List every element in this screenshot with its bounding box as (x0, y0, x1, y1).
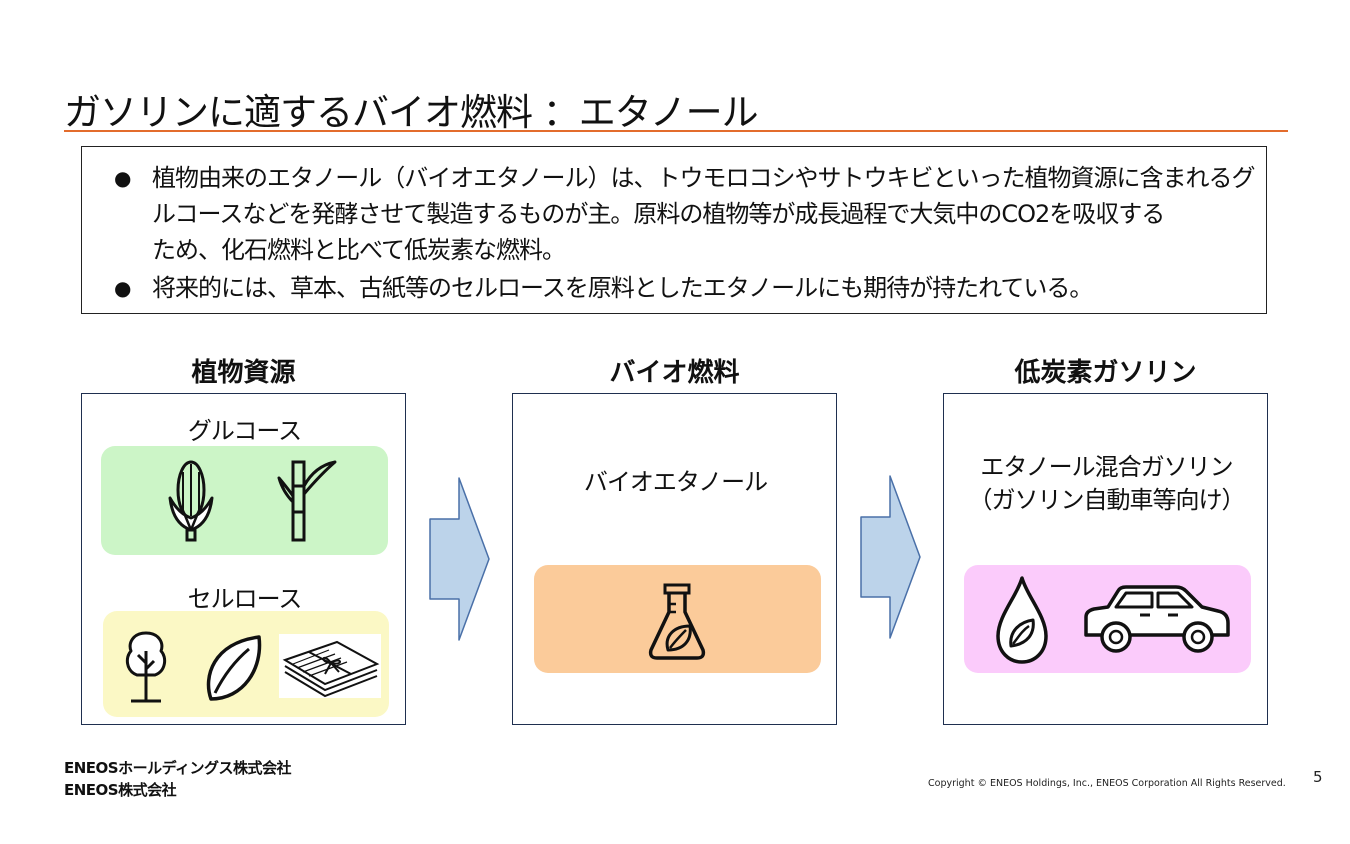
arrow-right-icon (429, 477, 490, 641)
cellulose-label: セルロース (187, 585, 303, 613)
panel-plant-resources: グルコース セルロース (81, 393, 406, 725)
heading-low-carbon-gasoline: 低炭素ガソリン (1014, 358, 1197, 388)
bullet-line: ルコースなどを発酵させて製造するものが主。原料の植物等が成長過程で大気中のCO2… (152, 200, 1165, 228)
bullet-line: ため、化石燃料と比べて低炭素な燃料。 (152, 236, 566, 264)
tree-icon (125, 631, 167, 703)
heading-biofuel: バイオ燃料 (609, 358, 740, 388)
sugarcane-icon (277, 460, 337, 542)
car-icon (1084, 585, 1230, 653)
arrow-right-icon (860, 475, 921, 639)
glucose-label: グルコース (187, 417, 302, 445)
panel-biofuel: バイオエタノール (512, 393, 837, 725)
page-title: ガソリンに適するバイオ燃料 ：エタノール (64, 91, 759, 134)
leaf-icon (206, 635, 262, 701)
page-number: 5 (1313, 768, 1323, 786)
eneos-holdings-logo: ENEOSホールディングス株式会社 (64, 759, 292, 777)
gasoline-vehicle-note: （ガソリン自動車等向け） (968, 486, 1246, 514)
title-underline (64, 130, 1288, 132)
flask-leaf-icon (648, 583, 706, 660)
bio-drop-icon (996, 576, 1048, 664)
bullet-line: 植物由来のエタノール（バイオエタノール）は、トウモロコシやサトウキビといった植物… (152, 164, 1256, 192)
blended-gasoline-label: エタノール混合ガソリン (980, 453, 1233, 481)
summary-box: ● 植物由来のエタノール（バイオエタノール）は、トウモロコシやサトウキビといった… (81, 146, 1267, 314)
bullet-line: 将来的には、草本、古紙等のセルロースを原料としたエタノールにも期待が持たれている… (152, 274, 1093, 302)
heading-plant-resources: 植物資源 (191, 358, 296, 388)
cellulose-sources (103, 611, 389, 717)
panel-low-carbon-gasoline: エタノール混合ガソリン （ガソリン自動車等向け） (943, 393, 1268, 725)
corn-icon (168, 460, 214, 542)
eneos-corporation-logo: ENEOS株式会社 (64, 781, 177, 799)
bioethanol-highlight (534, 565, 821, 673)
glucose-sources (101, 446, 388, 555)
bioethanol-label: バイオエタノール (583, 468, 768, 496)
copyright-notice: Copyright © ENEOS Holdings, Inc., ENEOS … (928, 778, 1286, 789)
gasoline-highlight (964, 565, 1251, 673)
bullet-dot: ● (114, 166, 131, 190)
bullet-dot: ● (114, 276, 131, 300)
newspaper-bundle-icon (279, 634, 381, 698)
